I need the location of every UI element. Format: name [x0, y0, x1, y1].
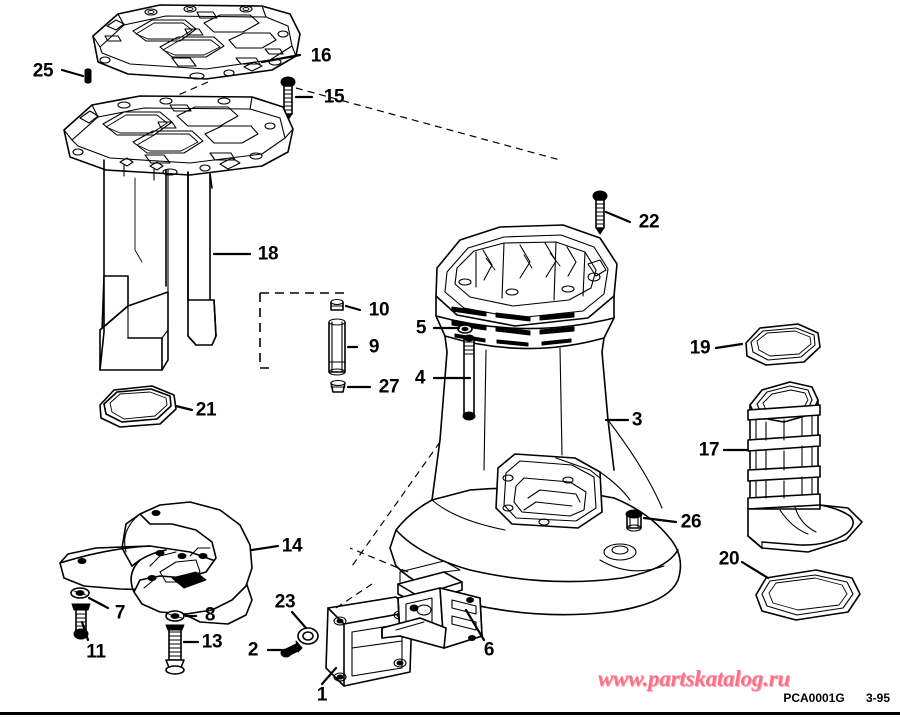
diagram-date: 3-95: [865, 691, 891, 705]
part-26-plug: [625, 509, 643, 532]
callout-leader-lines: [60, 53, 770, 686]
callout-20: 20: [718, 548, 740, 570]
callout-16: 16: [310, 45, 332, 67]
assembly-guide-lines: [175, 81, 561, 609]
callout-6: 6: [483, 639, 495, 661]
part-1-cover-plate: [325, 596, 413, 687]
part-11-screw: [71, 603, 91, 640]
callout-18: 18: [257, 243, 279, 265]
part-7-washer: [70, 587, 90, 599]
callout-14: 14: [281, 535, 303, 557]
part-5-washer: [457, 324, 473, 334]
part-20-gasket-lower: [755, 569, 861, 621]
part-4-long-bolt: [462, 334, 476, 421]
part-6-mount-bracket: [381, 560, 483, 649]
callout-25: 25: [32, 60, 54, 82]
callout-23: 23: [274, 591, 296, 613]
callout-21: 21: [195, 399, 217, 421]
callout-10: 10: [368, 299, 390, 321]
part-13-hex-bolt: [165, 624, 185, 675]
callout-19: 19: [689, 337, 711, 359]
part-21-gasket: [99, 385, 177, 428]
site-watermark: www.partskatalog.ru: [597, 666, 791, 691]
part-17-exhaust-tube: [747, 381, 863, 553]
callout-2: 2: [247, 639, 259, 661]
part-23-grommet: [297, 627, 319, 645]
part-9-10-27-group: [259, 292, 346, 393]
part-22-screw: [592, 190, 608, 235]
callout-7: 7: [114, 602, 126, 624]
part-19-gasket-upper: [745, 323, 821, 366]
callout-15: 15: [323, 86, 345, 108]
callout-26: 26: [680, 511, 702, 533]
callout-11: 11: [86, 641, 106, 663]
bottom-rule: [0, 712, 900, 715]
callout-9: 9: [368, 336, 380, 358]
callout-4: 4: [414, 367, 426, 389]
part-2-screw-small: [280, 640, 303, 658]
callout-1: 1: [316, 684, 328, 706]
diagram-code: PCA0001G: [783, 691, 845, 705]
callout-22: 22: [638, 211, 660, 233]
callout-8: 8: [204, 604, 216, 626]
part-16-upper-mount-plate: [92, 4, 301, 80]
callout-13: 13: [201, 631, 223, 653]
part-8-lock-washer: [165, 610, 185, 622]
part-25-dowel-pin: [84, 68, 92, 84]
callout-3: 3: [631, 409, 643, 431]
callout-5: 5: [415, 317, 427, 339]
part-18-exhaust-housing: [63, 95, 294, 371]
callout-27: 27: [378, 376, 400, 398]
callout-17: 17: [698, 439, 720, 461]
part-14-splash-plate: [59, 501, 253, 625]
